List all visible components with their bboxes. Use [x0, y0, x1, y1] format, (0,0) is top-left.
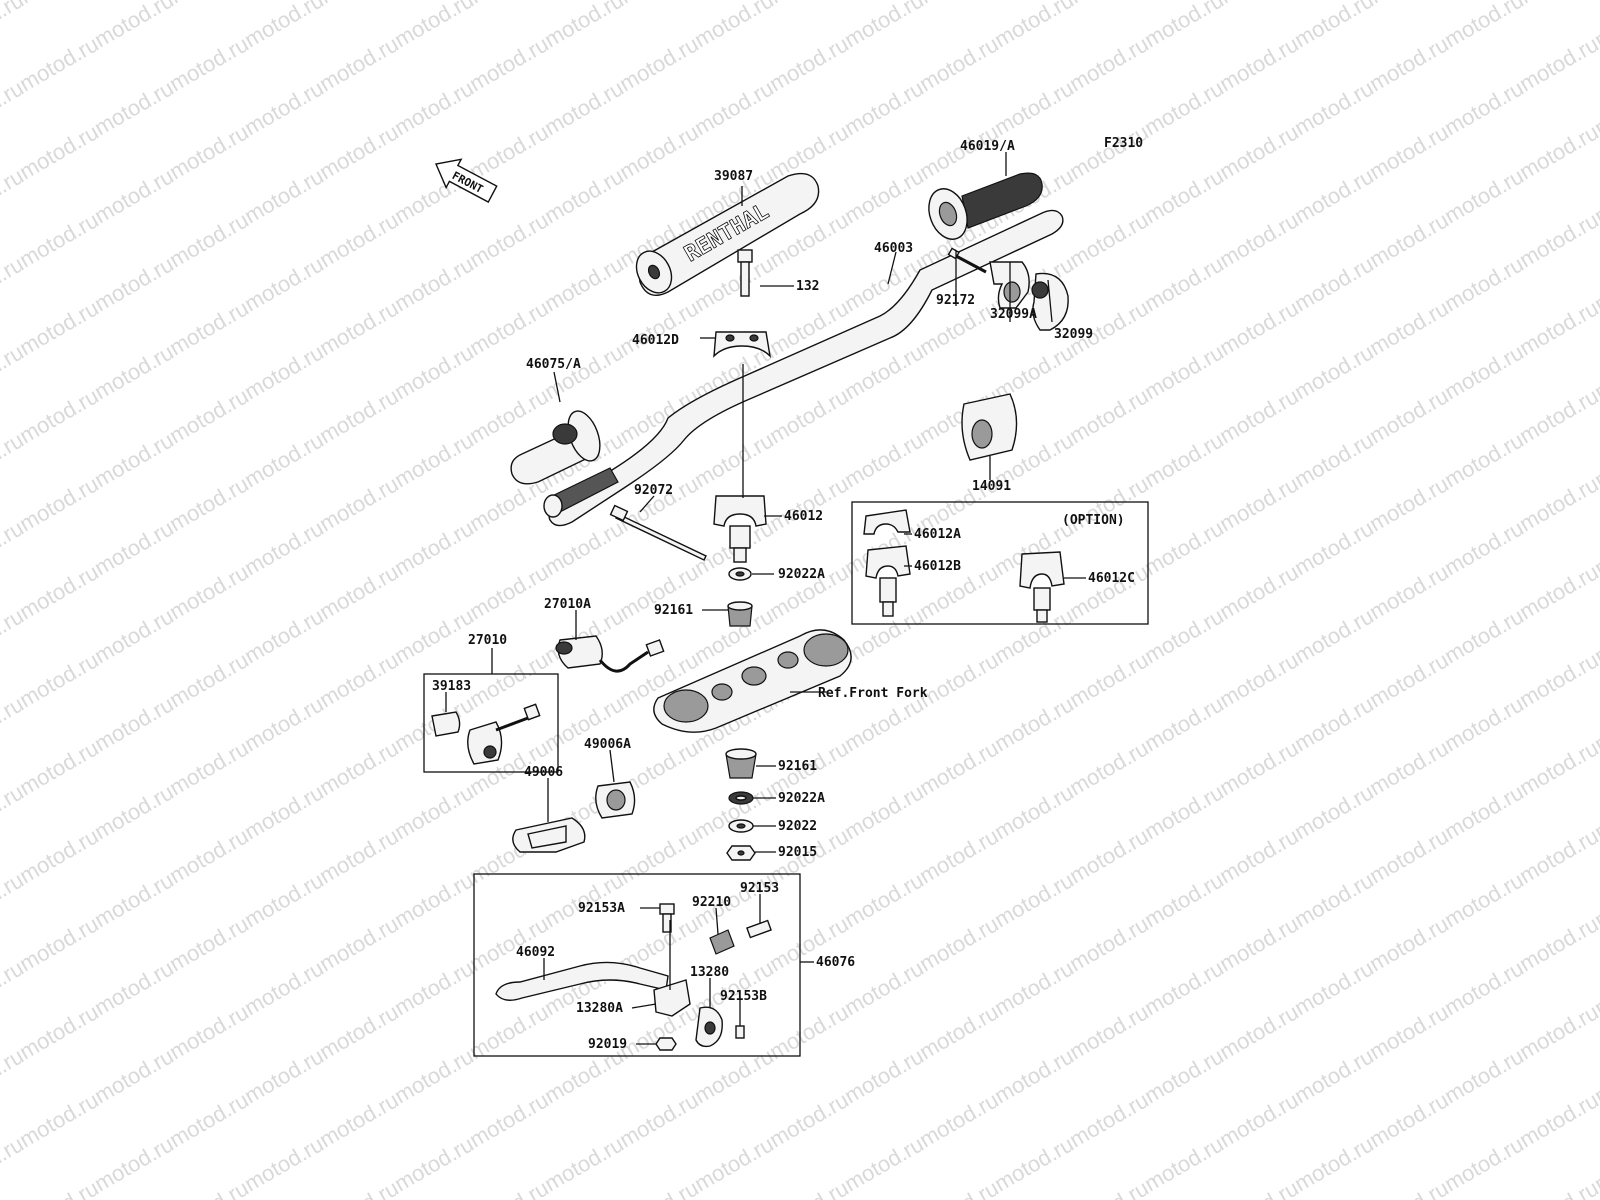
- box-46076: [473, 873, 801, 1057]
- option-box: [851, 501, 1149, 625]
- label-46012B: 46012B: [914, 559, 961, 574]
- label-132: 132: [796, 279, 819, 294]
- washer-92022A-top: [728, 567, 752, 581]
- label-46092: 46092: [516, 945, 555, 960]
- label-92022A-bottom: 92022A: [778, 791, 825, 806]
- label-92015: 92015: [778, 845, 817, 860]
- bolt-132: [737, 249, 753, 297]
- label-46019A: 46019/A: [960, 139, 1015, 154]
- label-27010: 27010: [468, 633, 507, 648]
- nut-92019: [655, 1037, 677, 1051]
- label-13280A: 13280A: [576, 1001, 623, 1016]
- holder-13280A: [653, 979, 691, 1017]
- grip-pad-39087: RENTHAL: [635, 172, 820, 296]
- label-13280: 13280: [690, 965, 729, 980]
- option-label: (OPTION): [1062, 513, 1125, 528]
- label-39183: 39183: [432, 679, 471, 694]
- holder-46012A: [863, 509, 911, 535]
- label-92210: 92210: [692, 895, 731, 910]
- switch-27010A: [555, 635, 665, 673]
- band-92072: [609, 504, 707, 561]
- label-39087: 39087: [714, 169, 753, 184]
- leader-lines: [445, 152, 1086, 1045]
- label-46012A: 46012A: [914, 527, 961, 542]
- front-arrow-icon: FRONT: [434, 158, 498, 203]
- label-92022: 92022: [778, 819, 817, 834]
- guard-49006: [512, 817, 586, 853]
- label-92072: 92072: [634, 483, 673, 498]
- holder-46012: [713, 495, 767, 563]
- damper-92161-bottom: [725, 748, 757, 779]
- label-14091: 14091: [972, 479, 1011, 494]
- label-46076: 46076: [816, 955, 855, 970]
- label-92022A-top: 92022A: [778, 567, 825, 582]
- figure-code: F2310: [1104, 136, 1143, 151]
- grip-left-46075A: [510, 410, 601, 485]
- bolt-92153B: [735, 1025, 745, 1039]
- label-92172: 92172: [936, 293, 975, 308]
- holder-46012B: [865, 545, 911, 617]
- label-46003: 46003: [874, 241, 913, 256]
- label-32099: 32099: [1054, 327, 1093, 342]
- grip-right-46019A: [928, 172, 1043, 240]
- guard-49006A: [595, 781, 636, 819]
- label-92153: 92153: [740, 881, 779, 896]
- switch-39183: [431, 703, 541, 765]
- bolt-92153: [746, 919, 772, 939]
- label-46075A: 46075/A: [526, 357, 581, 372]
- washer-92022A-bottom: [728, 791, 754, 805]
- adjuster-92210: [709, 929, 735, 955]
- part-labels: 39087 46019/A 46003 132 46012D 46075/A 9…: [432, 139, 1135, 1052]
- box-27010: [423, 673, 559, 773]
- triple-clamp: [653, 629, 852, 733]
- washer-92022: [728, 819, 754, 833]
- label-92153A: 92153A: [578, 901, 625, 916]
- bolt-92153A: [659, 903, 675, 933]
- label-92019: 92019: [588, 1037, 627, 1052]
- clamp-46012D: [713, 331, 772, 359]
- damper-92161-top: [727, 601, 753, 627]
- holder-46012C: [1019, 551, 1065, 623]
- label-49006: 49006: [524, 765, 563, 780]
- lever-46092: [495, 961, 669, 1001]
- label-27010A: 27010A: [544, 597, 591, 612]
- label-ref-front-fork: Ref.Front Fork: [818, 686, 928, 701]
- label-92161-bottom: 92161: [778, 759, 817, 774]
- label-32099A: 32099A: [990, 307, 1037, 322]
- label-46012: 46012: [784, 509, 823, 524]
- label-46012D: 46012D: [632, 333, 679, 348]
- label-46012C: 46012C: [1088, 571, 1135, 586]
- handlebar-46003: [543, 209, 1064, 527]
- nut-92015: [726, 845, 756, 861]
- label-92161-top: 92161: [654, 603, 693, 618]
- holder-13280: [695, 1006, 723, 1048]
- label-92153B: 92153B: [720, 989, 767, 1004]
- label-49006A: 49006A: [584, 737, 631, 752]
- housing-14091: [961, 393, 1018, 461]
